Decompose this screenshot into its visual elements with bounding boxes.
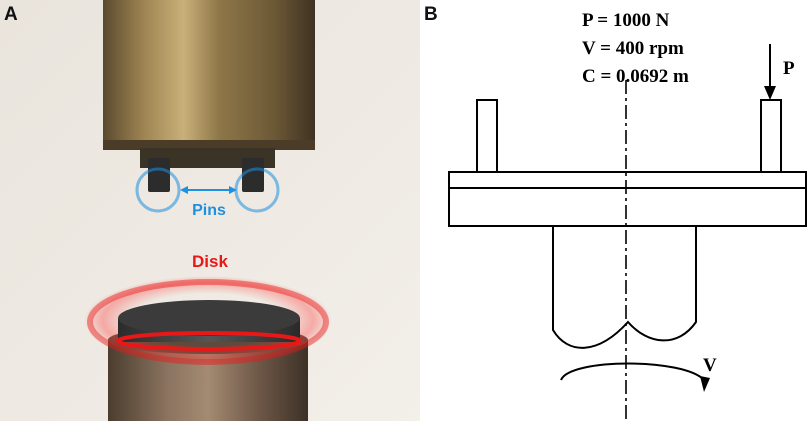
parameter-list: P = 1000 N V = 400 rpm C = 0.0692 m	[582, 10, 689, 87]
pin-holder	[103, 0, 315, 168]
param-force: P = 1000 N	[582, 10, 670, 31]
lower-plate	[448, 187, 807, 227]
pin-highlight-circle	[135, 167, 181, 213]
upper-plate	[448, 171, 807, 189]
force-label: P	[783, 58, 795, 79]
force-arrow	[764, 44, 776, 100]
pin-left	[148, 158, 170, 192]
param-speed: V = 400 rpm	[582, 38, 684, 59]
left-post	[476, 99, 498, 173]
rotation-label: V	[703, 355, 717, 376]
rotation-arrow	[560, 362, 710, 392]
pin-right	[242, 158, 264, 192]
panel-b-label: B	[424, 4, 438, 25]
panel-a-label: A	[4, 4, 18, 25]
pin-on-disk-schematic: P = 1000 N V = 400 rpm C = 0.0692 m P V	[448, 10, 807, 421]
disk-highlight-ring	[87, 279, 329, 365]
pins-label: Pins	[192, 202, 226, 219]
tribometer-photo: Pins Disk	[0, 0, 420, 421]
disk	[84, 276, 332, 364]
param-radius: C = 0.0692 m	[582, 66, 689, 87]
disk-label: Disk	[192, 252, 228, 271]
pins-double-arrow	[180, 186, 237, 194]
right-pin	[760, 99, 782, 173]
shaft	[552, 226, 697, 349]
